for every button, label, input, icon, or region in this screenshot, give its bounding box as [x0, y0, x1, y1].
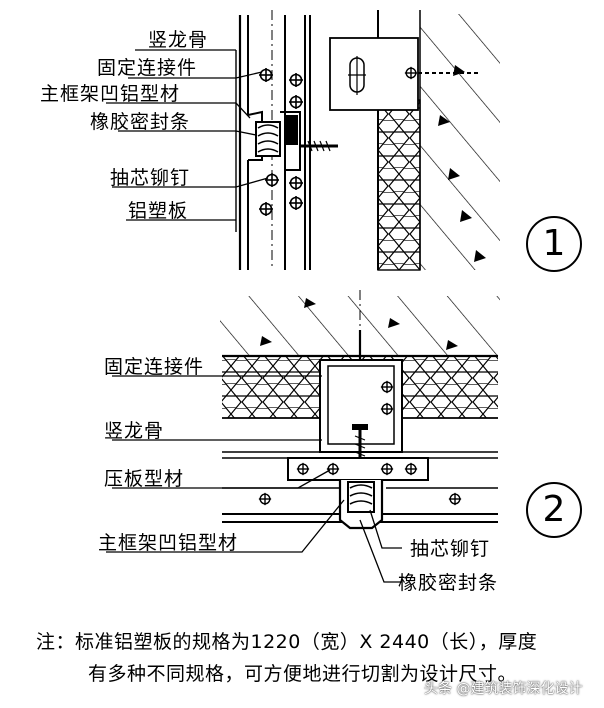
detail-1-section — [106, 0, 508, 271]
label-main-frame-profile-2: 主框架凹铝型材 — [98, 532, 239, 554]
note-line-1: 注：标准铝塑板的规格为1220（宽）X 2440（长），厚度 — [36, 631, 538, 653]
label-blind-rivet-2: 抽芯铆钉 — [410, 538, 491, 560]
label-connector-2: 固定连接件 — [104, 356, 205, 378]
label-blind-rivet-1: 抽芯铆钉 — [110, 167, 191, 189]
watermark: 头条 @建筑装饰深化设计 — [424, 681, 583, 697]
wall-hatch-1 — [420, 10, 500, 270]
note-line-2: 有多种不同规格，可方便地进行切割为设计尺寸。 — [88, 663, 518, 685]
label-vertical-keel-2: 竖龙骨 — [104, 420, 165, 442]
label-connector-1: 固定连接件 — [97, 57, 198, 79]
insulation-honeycomb-1 — [377, 99, 421, 271]
detail-number-2: 2 — [526, 482, 582, 538]
label-aluminum-panel-1: 铝塑板 — [128, 200, 189, 222]
label-rubber-seal-1: 橡胶密封条 — [90, 111, 191, 133]
label-main-frame-profile-1: 主框架凹铝型材 — [40, 83, 181, 105]
detail-number-1: 1 — [526, 216, 582, 272]
detail-2-section — [106, 286, 508, 583]
label-vertical-keel-1: 竖龙骨 — [148, 29, 209, 51]
label-rubber-seal-2: 橡胶密封条 — [398, 572, 499, 594]
bracket-plate-1 — [329, 37, 419, 111]
label-pressure-plate: 压板型材 — [104, 468, 185, 490]
